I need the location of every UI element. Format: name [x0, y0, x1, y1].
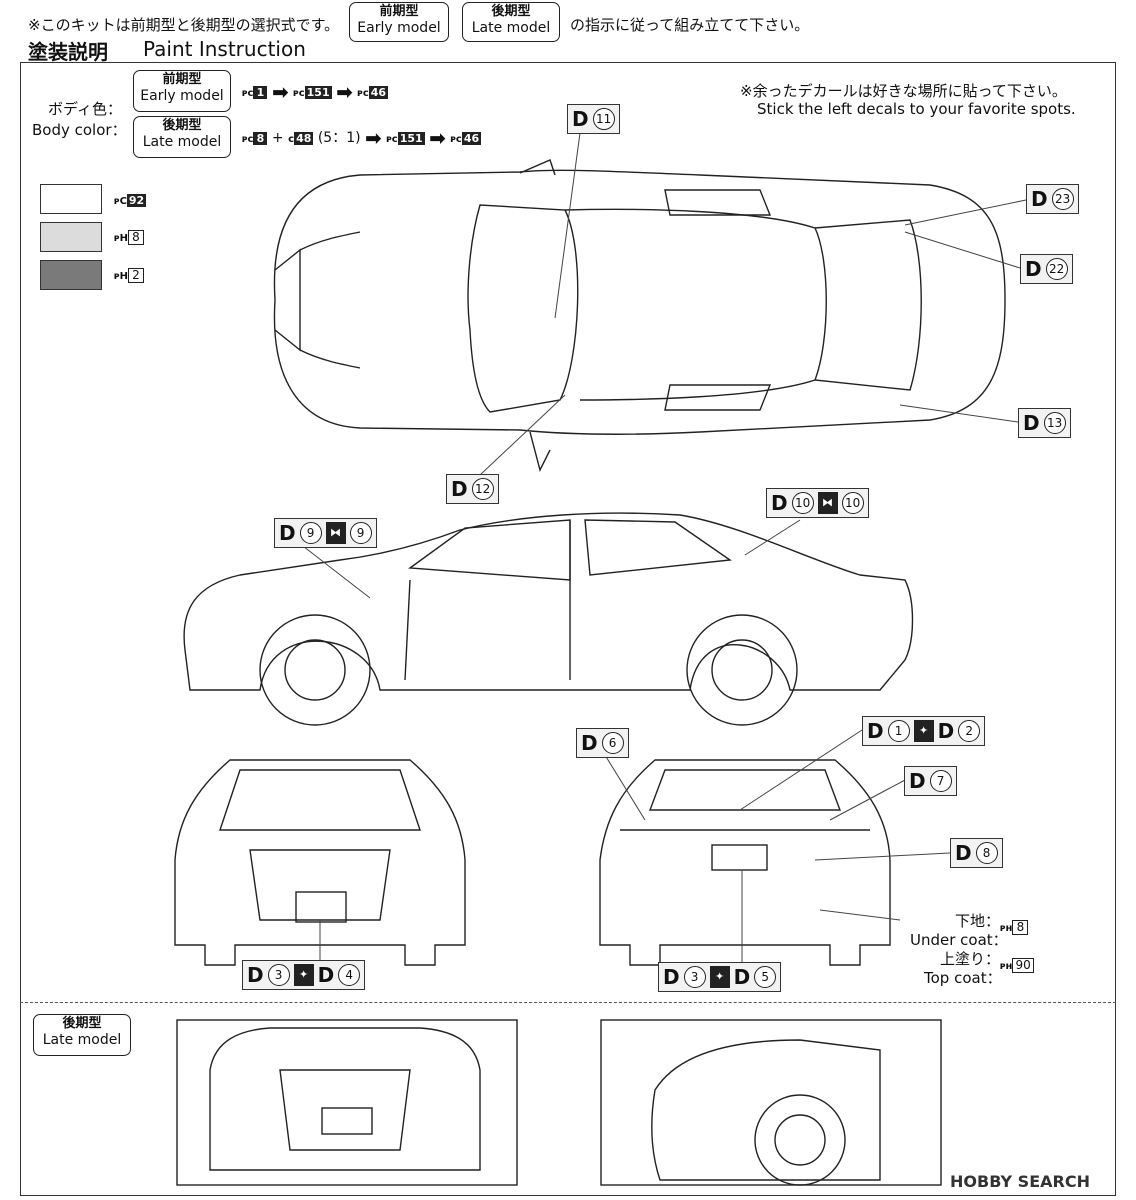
- car-front-view: [174, 759, 466, 966]
- late-model-jp: 後期型: [491, 4, 531, 19]
- kit-note-suffix: の指示に従って組み立てて下さい。: [570, 16, 810, 34]
- body-early-en: Early model: [140, 88, 224, 104]
- section-divider: [20, 1002, 1116, 1003]
- swap-icon: ✦: [293, 964, 314, 986]
- body-early-badge: 前期型 Early model: [133, 70, 231, 112]
- kit-note-prefix: ※このキットは前期型と後期型の選択式です。: [28, 16, 340, 34]
- early-model-en: Early model: [357, 20, 441, 36]
- swatch-dark-gray: [40, 260, 102, 290]
- decal-note-jp: ※余ったデカールは好きな場所に貼って下さい。: [740, 82, 1067, 100]
- title-en: Paint Instruction: [143, 37, 306, 61]
- late-step-2: 151: [397, 132, 425, 145]
- late-model-badge: 後期型 Late model: [462, 2, 560, 42]
- title-jp: 塗装説明: [28, 40, 108, 64]
- undercoat-en: Under coat：: [910, 931, 1008, 949]
- late-side-front-view: [600, 1019, 942, 1186]
- car-side-view: [183, 512, 914, 726]
- early-step-3: 46: [368, 86, 389, 99]
- early-model-badge: 前期型 Early model: [349, 2, 449, 42]
- arrow-icon: ➡: [336, 80, 353, 104]
- body-color-label-jp: ボディ色：: [48, 100, 122, 118]
- swatch-light-gray: [40, 222, 102, 252]
- late-step-3: 46: [461, 132, 482, 145]
- topcoat-en: Top coat：: [924, 969, 1002, 987]
- arrow-icon: ➡: [429, 126, 446, 150]
- arrow-icon: ➡: [365, 126, 382, 150]
- late-section-jp: 後期型: [62, 1016, 102, 1031]
- mirror-icon: ⧓: [325, 522, 346, 544]
- late-ratio: (5：1): [317, 130, 361, 146]
- body-late-en: Late model: [142, 134, 222, 150]
- mirror-icon: ⧓: [817, 492, 838, 514]
- swatch-white: [40, 184, 102, 214]
- late-section-en: Late model: [42, 1032, 122, 1048]
- late-front-view: [176, 1019, 518, 1186]
- late-model-section-badge: 後期型 Late model: [33, 1014, 131, 1056]
- early-step-1: 1: [253, 86, 268, 99]
- late-model-en: Late model: [471, 20, 551, 36]
- car-rear-view: [599, 759, 891, 966]
- body-color-label-en: Body color：: [32, 121, 127, 139]
- topcoat-jp: 上塗り：: [940, 950, 1001, 968]
- swap-icon: ✦: [913, 720, 934, 742]
- swap-icon: ✦: [709, 966, 730, 988]
- body-late-badge: 後期型 Late model: [133, 116, 231, 158]
- late-step-mix: 48: [294, 132, 314, 145]
- arrow-icon: ➡: [271, 80, 289, 104]
- early-model-jp: 前期型: [379, 4, 419, 19]
- car-top-view: [273, 159, 1006, 472]
- decal-note-en: Stick the left decals to your favorite s…: [757, 100, 1076, 118]
- body-late-jp: 後期型: [162, 118, 202, 133]
- early-step-2: 151: [304, 86, 332, 99]
- body-early-jp: 前期型: [162, 72, 202, 87]
- late-step-1: 8: [253, 132, 268, 145]
- instruction-frame: [20, 62, 1116, 1196]
- undercoat-jp: 下地：: [955, 912, 1001, 930]
- watermark: HOBBY SEARCH: [950, 1172, 1090, 1191]
